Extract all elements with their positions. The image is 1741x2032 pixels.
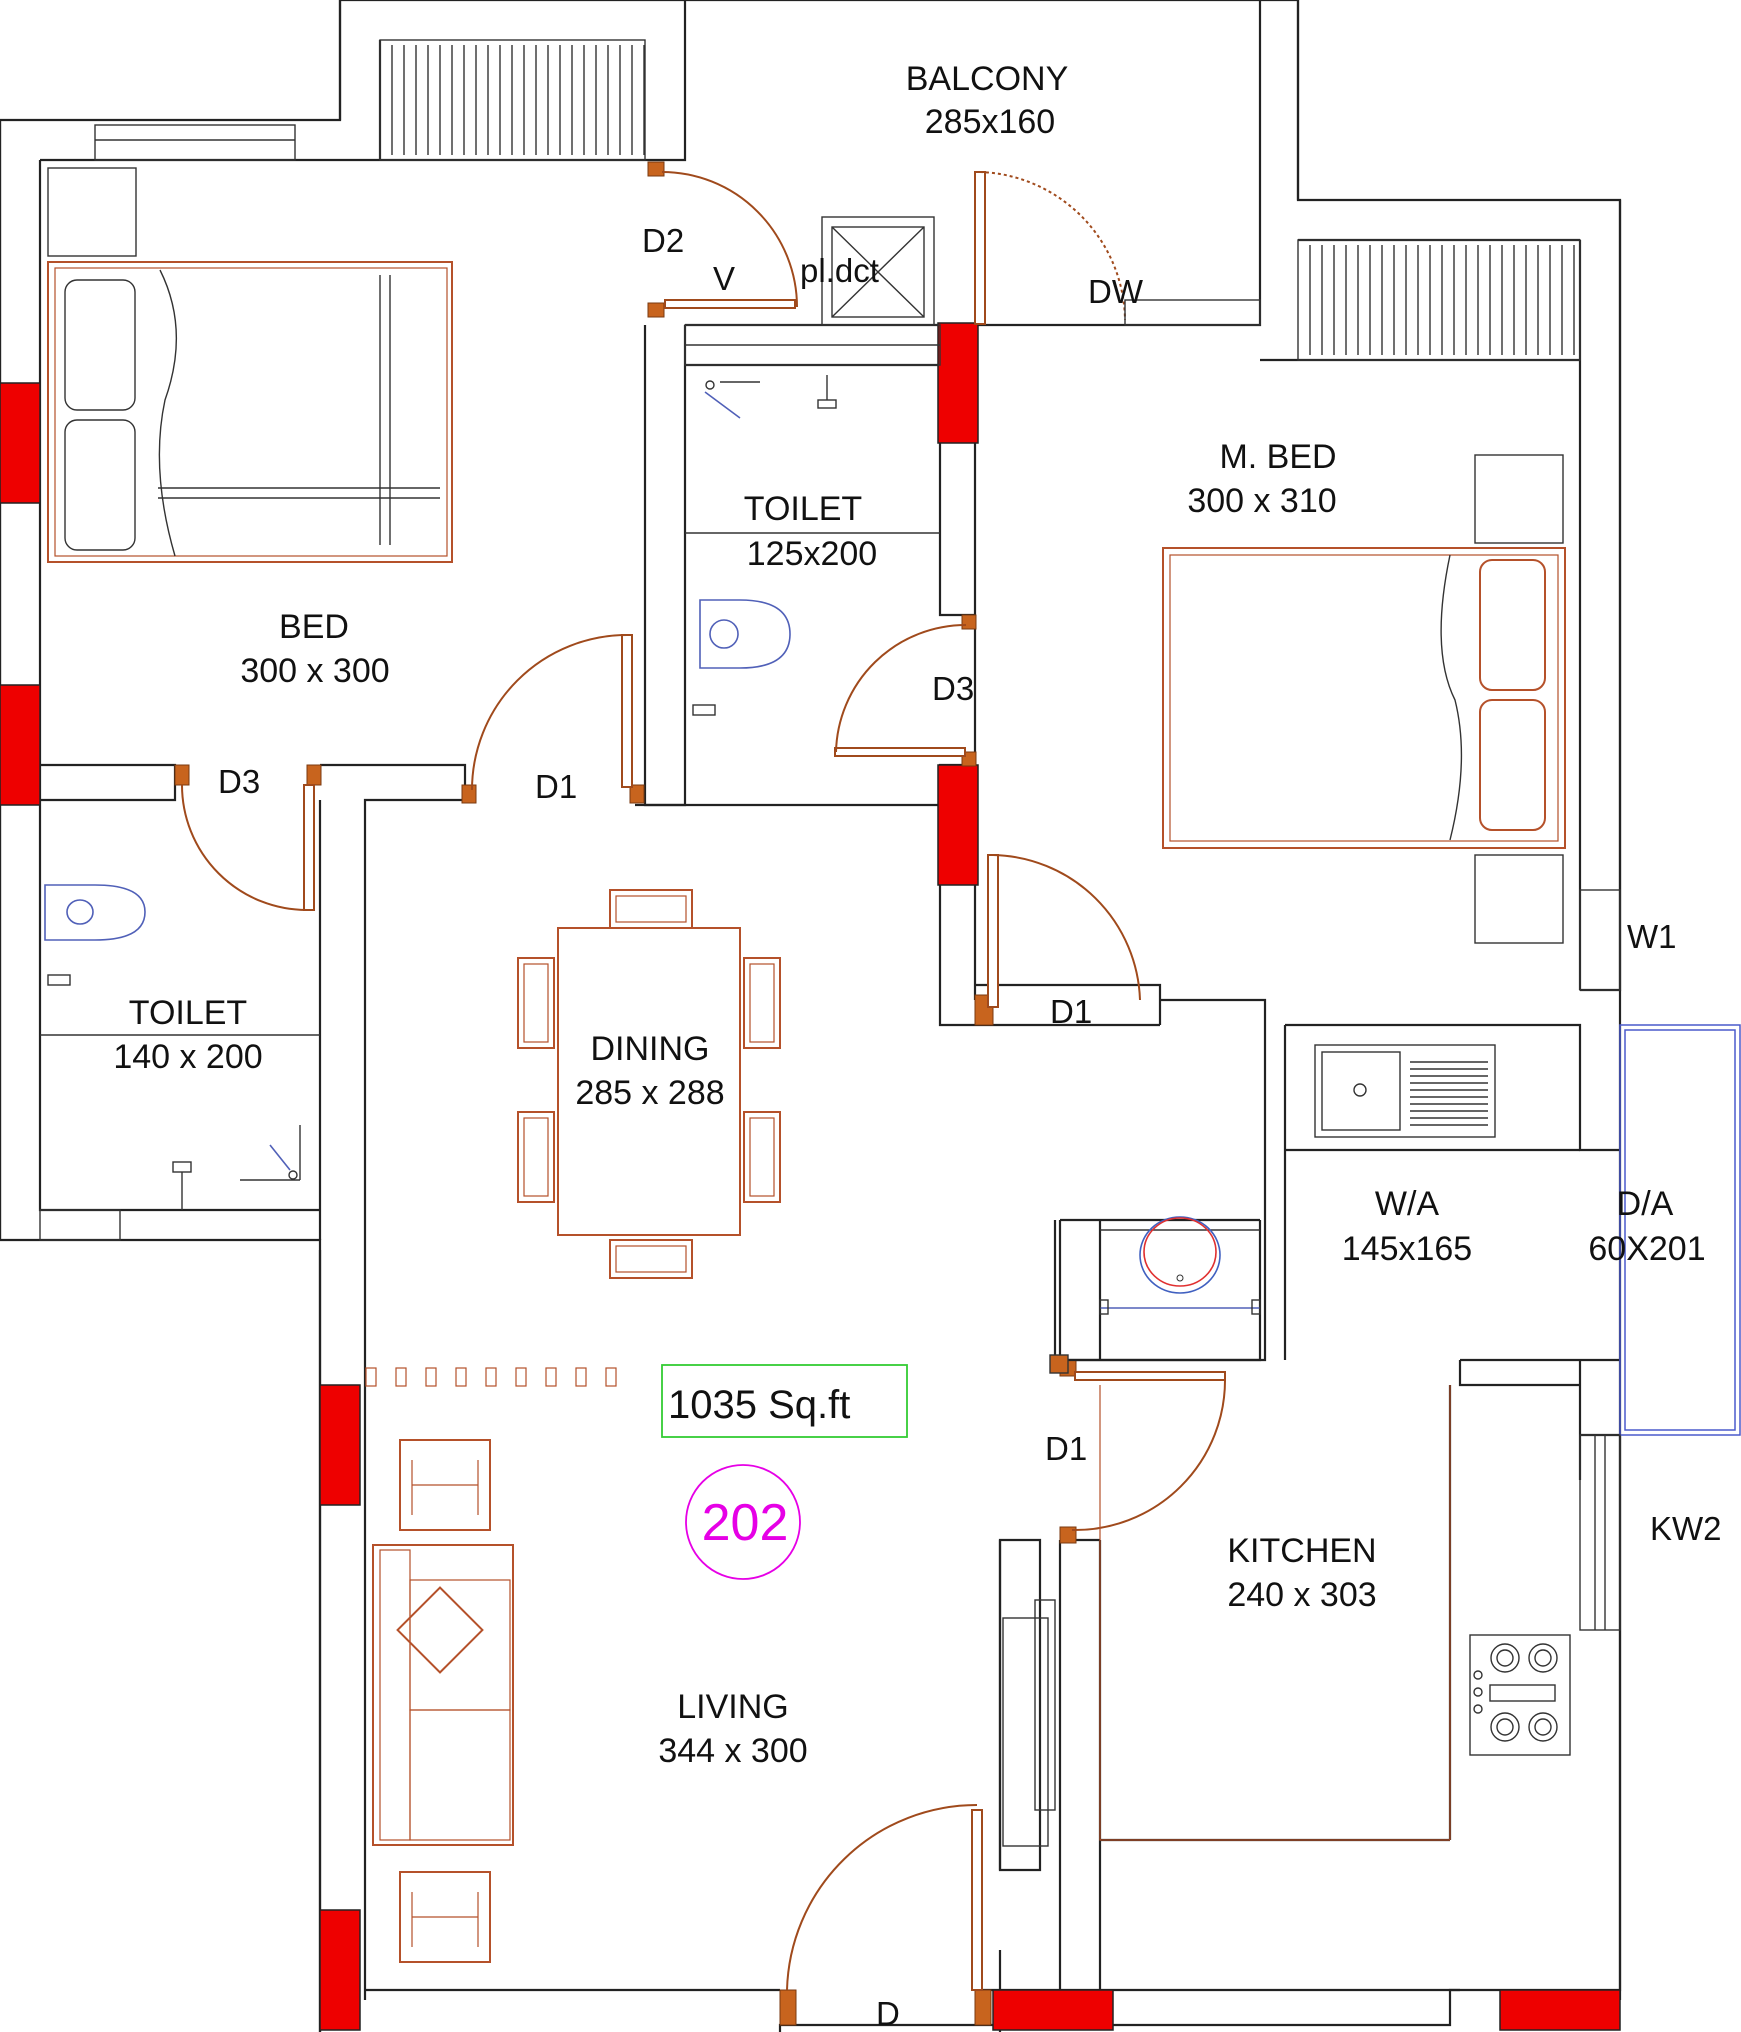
opening — [937, 764, 979, 886]
chair — [399, 1871, 491, 1963]
tag-dw: DW — [1088, 273, 1144, 310]
toilet-fixtures — [40, 375, 940, 1210]
tag-kw2: KW2 — [1650, 1510, 1722, 1547]
tag-pldct: pl.dct — [800, 252, 879, 289]
side-table — [47, 167, 137, 257]
bed — [47, 261, 453, 563]
master-bed — [1162, 547, 1566, 849]
doors — [174, 161, 1741, 2026]
room-dim-kitchen: 240 x 303 — [1227, 1576, 1376, 1614]
room-name-living: LIVING — [677, 1688, 788, 1726]
room-dim-living: 344 x 300 — [658, 1732, 807, 1770]
opening-tags: D2 V pl.dct DW D3 D3 D1 D1 W1 D1 KW2 D — [218, 222, 1722, 2032]
dining-chair — [743, 1111, 781, 1203]
room-dim-dining: 285 x 288 — [575, 1074, 724, 1112]
balcony-grilles — [39, 39, 1621, 1241]
side-table — [1474, 854, 1564, 944]
tag-d3-left: D3 — [218, 763, 260, 800]
area-box: 1035 Sq.ft — [661, 1364, 908, 1438]
room-dim-toilet-mid: 125x200 — [747, 535, 877, 573]
room-dim-da: 60X201 — [1588, 1230, 1705, 1268]
room-dim-wa: 145x165 — [1342, 1230, 1472, 1268]
tag-d1-mbed: D1 — [1050, 993, 1092, 1030]
opening — [0, 684, 41, 806]
room-name-kitchen: KITCHEN — [1227, 1532, 1376, 1570]
unit-number: 202 — [702, 1494, 789, 1552]
area-text: 1035 Sq.ft — [668, 1383, 850, 1427]
room-dim-balcony: 285x160 — [925, 103, 1055, 141]
dining-chair — [609, 889, 693, 929]
sofa — [372, 1544, 514, 1846]
wall-openings — [0, 322, 1621, 2031]
tag-w1: W1 — [1627, 918, 1677, 955]
tag-d2: D2 — [642, 222, 684, 259]
side-table — [1474, 454, 1564, 544]
room-name-mbed: M. BED — [1219, 438, 1336, 476]
dining-chair — [609, 1239, 693, 1279]
opening — [319, 1384, 361, 1506]
opening — [1499, 1989, 1621, 2031]
tag-d-main: D — [876, 1995, 900, 2032]
room-name-toilet-left: TOILET — [129, 994, 247, 1032]
wc — [44, 884, 146, 941]
opening — [0, 382, 41, 504]
wc — [699, 599, 791, 669]
room-dim-toilet-left: 140 x 200 — [113, 1038, 262, 1076]
furniture — [47, 167, 1571, 1963]
tag-d3-toilet: D3 — [932, 670, 974, 707]
sink — [1314, 1044, 1496, 1138]
unit-badge: 202 — [685, 1464, 801, 1580]
opening — [319, 1909, 361, 2031]
tag-d1-bed: D1 — [535, 768, 577, 805]
tag-d1-kitchen: D1 — [1045, 1430, 1087, 1467]
dining-chair — [517, 1111, 555, 1203]
tv-unit — [1002, 1617, 1049, 1847]
wash-basin — [1139, 1216, 1221, 1294]
room-name-toilet-mid: TOILET — [744, 490, 862, 528]
room-name-wa: W/A — [1375, 1185, 1440, 1223]
dining-chair — [743, 957, 781, 1049]
room-name-da: D/A — [1617, 1185, 1674, 1223]
hob — [1469, 1634, 1571, 1756]
room-dim-bed: 300 x 300 — [240, 652, 389, 690]
room-labels: BALCONY 285x160 BED 300 x 300 TOILET 125… — [113, 60, 1705, 1770]
tag-v: V — [713, 260, 735, 297]
chair — [399, 1439, 491, 1531]
opening — [992, 1989, 1114, 2031]
opening — [937, 322, 979, 444]
room-name-dining: DINING — [591, 1030, 710, 1068]
dining-chair — [517, 957, 555, 1049]
room-name-bed: BED — [279, 608, 349, 646]
room-dim-mbed: 300 x 310 — [1187, 482, 1336, 520]
room-name-balcony: BALCONY — [906, 60, 1069, 98]
